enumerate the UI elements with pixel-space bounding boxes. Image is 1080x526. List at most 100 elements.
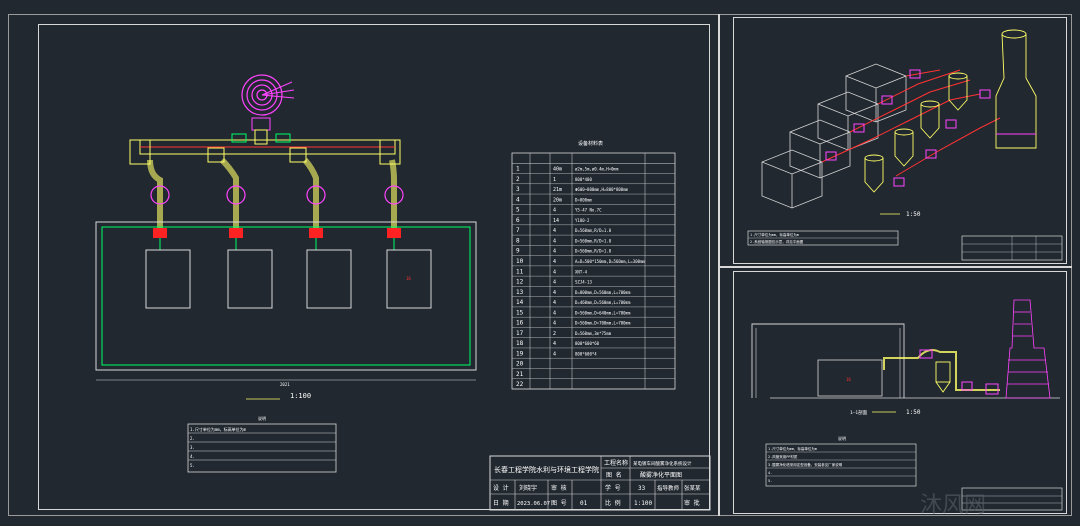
fan-symbol <box>241 74 295 145</box>
dim-text: 2021 <box>280 382 290 387</box>
branch-risers <box>147 157 404 250</box>
table-cell-no: 14 <box>516 299 524 306</box>
watermark: 沐风网 <box>920 493 986 518</box>
iso-note-1: 1.尺寸单位为mm，标高单位为m <box>750 232 799 237</box>
table-cell-spec: D=800mm,D=560mm,L=700mm <box>575 290 631 295</box>
table-cell-qty: 4 <box>553 290 556 296</box>
left-notes-title: 说明 <box>258 415 266 421</box>
table-cell-qty: 14 <box>553 218 559 224</box>
table-cell-spec: D=560mm,R/D=1.0 <box>575 249 612 254</box>
tb-sheetno-label: 图 号 <box>551 500 567 507</box>
table-cell-qty: 2 <box>553 331 556 337</box>
table-cell-spec: XNT-4 <box>575 269 588 274</box>
table-cell-qty: 4 <box>553 280 556 286</box>
table-cell-no: 5 <box>516 207 520 214</box>
elevation-view: 16 1—1剖面 1:50 说明 1.尺寸单位为mm，标高单位为m 2.风管采用… <box>751 299 1063 511</box>
table-cell-spec: 800*600*4 <box>575 351 597 356</box>
tb-class-label: 指导教师 <box>657 484 680 492</box>
table-cell-qty: 4 <box>553 341 556 347</box>
table-cell-qty: 4 <box>553 300 556 306</box>
table-cell-no: 1 <box>516 166 520 173</box>
table-cell-qty: 4 <box>553 269 556 275</box>
table-cell-no: 19 <box>516 350 524 357</box>
table-cell-qty: 21m <box>553 187 562 193</box>
table-cell-spec: 800*600*60 <box>575 341 600 346</box>
main-duct <box>129 133 401 165</box>
tb-check-label: 审 核 <box>551 484 567 492</box>
sheet-top-right-border <box>733 17 1067 264</box>
elev-note-5: 5. <box>768 479 772 483</box>
elev-note-3: 3.酸雾净化塔采用定型设备，安装参见厂家说明 <box>768 462 843 467</box>
plan-caption: 1:100 <box>290 392 311 400</box>
plan-view: 16 2021 1:100 说明 1.尺寸单位为mm，标高单位为m 2. 3. … <box>95 74 477 473</box>
table-cell-no: 10 <box>516 258 524 265</box>
table-cell-qty: 40m <box>553 167 562 173</box>
left-note-1: 1.尺寸单位为mm，标高单位为m <box>190 426 247 432</box>
left-note-3: 3. <box>190 445 195 450</box>
tb-project-name: 某电镀车间酸雾净化系统设计 <box>633 460 692 467</box>
table-cell-qty: 4 <box>553 321 556 327</box>
tb-scale-label: 比 例 <box>605 499 621 507</box>
tb-drawing-name: 酸雾净化平面图 <box>640 471 682 479</box>
table-cell-no: 12 <box>516 279 524 286</box>
table-cell-no: 20 <box>516 361 524 368</box>
table-cell-no: 8 <box>516 237 520 244</box>
sheet-left-border <box>38 24 710 510</box>
iso-caption: 1:50 <box>906 211 921 218</box>
table-cell-qty: 4 <box>553 208 556 214</box>
table-cell-no: 13 <box>516 289 524 296</box>
plating-tanks <box>145 249 432 309</box>
table-cell-spec: Y5-47 No.7C <box>575 208 602 213</box>
left-note-4: 4. <box>190 454 195 459</box>
table-cell-qty: 20m <box>553 197 562 203</box>
table-cell-no: 9 <box>516 248 520 255</box>
table-cell-qty: 4 <box>553 228 556 234</box>
table-cell-qty: 1 <box>553 177 556 183</box>
elev-note-4: 4. <box>768 471 772 475</box>
table-cell-spec: D=460mm,D=560mm,L=700mm <box>575 300 631 305</box>
room-outline <box>95 221 477 381</box>
table-cell-no: 17 <box>516 330 524 337</box>
divider-vertical <box>718 14 720 516</box>
table-cell-qty: 4 <box>553 249 556 255</box>
table-cell-spec: D=560mm,R/D=1.0 <box>575 238 612 243</box>
tank-label: 16 <box>406 276 411 281</box>
table-cell-spec: A=D=500*150mm,D=560mm,L=300mm <box>575 259 645 264</box>
tb-approve: 审 批 <box>684 499 700 507</box>
table-cell-qty: 4 <box>553 310 556 316</box>
left-note-5: 5. <box>190 463 195 468</box>
elev-caption: 1:50 <box>906 409 921 416</box>
table-cell-qty: 4 <box>553 351 556 357</box>
iso-view: 1:50 1.尺寸单位为mm，标高单位为m 2.系统轴测图仅示意，详见平面图 <box>747 29 1063 261</box>
svg-text:16: 16 <box>846 377 851 382</box>
tb-designer-label: 设 计 <box>493 484 509 492</box>
table-cell-no: 4 <box>516 196 520 203</box>
table-cell-spec: D=560mm,D=700mm,L=700mm <box>575 321 631 326</box>
table-cell-spec: ø2m,5m,ø0.4m,H=0mm <box>575 167 619 172</box>
tb-studentno: 33 <box>638 485 646 492</box>
table-cell-spec: Y180-2 <box>575 218 590 223</box>
table-cell-no: 11 <box>516 268 524 275</box>
tb-drawing-label: 图 名 <box>606 471 622 479</box>
table-cell-no: 3 <box>516 186 520 193</box>
table-cell-spec: 800*400 <box>575 177 592 182</box>
iso-note-2: 2.系统轴测图仅示意，详见平面图 <box>750 239 804 244</box>
table-cell-no: 18 <box>516 340 524 347</box>
table-cell-no: 15 <box>516 309 524 316</box>
sheet-bottom-right-border <box>733 271 1067 514</box>
tb-date-label: 日 期 <box>493 499 509 507</box>
tb-scale: 1:100 <box>634 500 652 507</box>
table-cell-no: 21 <box>516 371 524 378</box>
left-notes: 说明 1.尺寸单位为mm，标高单位为m 2. 3. 4. 5. <box>187 415 337 473</box>
table-cell-qty: 4 <box>553 259 556 265</box>
table-cell-no: 2 <box>516 176 520 183</box>
table-cell-spec: D=560mm,3m*75mm <box>575 331 612 336</box>
tb-school: 长春工程学院水利与环境工程学院 <box>494 465 599 474</box>
tb-designer: 刘晓宇 <box>519 484 537 492</box>
table-cell-spec: D=560mm,R/D=1.0 <box>575 228 612 233</box>
elev-notes-title: 说明 <box>838 435 846 441</box>
elev-note-1: 1.尺寸单位为mm，标高单位为m <box>768 446 817 451</box>
